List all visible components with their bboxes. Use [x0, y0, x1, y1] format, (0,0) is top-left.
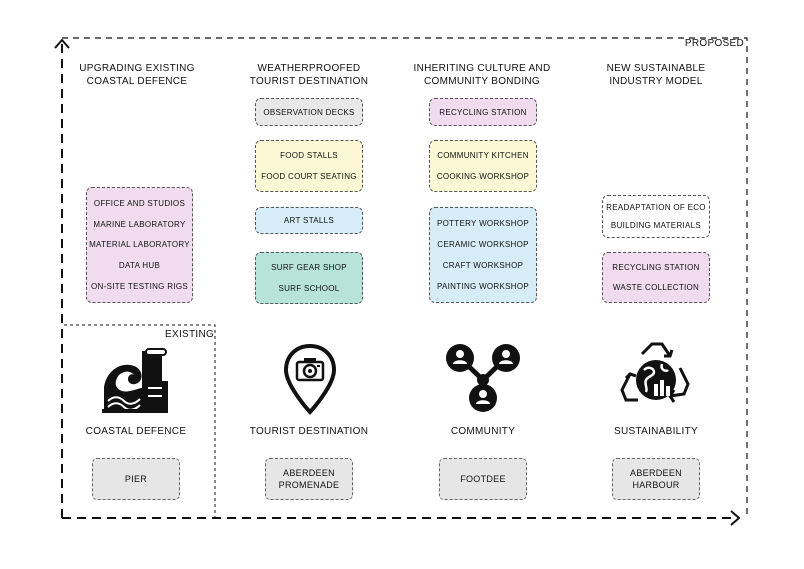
art-box: ART STALLS — [255, 207, 363, 234]
box-item: BUILDING MATERIALS — [610, 220, 702, 230]
box-item: PAINTING WORKSHOP — [436, 282, 530, 291]
box-item: OFFICE AND STUDIOS — [93, 198, 186, 208]
box-item: READAPTATION OF ECO — [606, 203, 706, 213]
box-item: SURF GEAR SHOP — [271, 263, 347, 273]
research-facilities-box: OFFICE AND STUDIOS MARINE LABORATORY MAT… — [86, 187, 193, 303]
box-item: RECYCLING STATION — [612, 263, 700, 272]
icon-label-sustainability: SUSTAINABILITY — [613, 426, 699, 437]
box-item: CRAFT WORKSHOP — [442, 261, 524, 270]
box-item: FOOD STALLS — [280, 151, 338, 161]
place-pier: PIER — [92, 458, 180, 500]
box-item: ART STALLS — [283, 216, 335, 225]
box-item: RECYCLING STATION — [439, 107, 527, 117]
waste-box: RECYCLING STATION WASTE COLLECTION — [602, 252, 710, 303]
box-item: COOKING WORKSHOP — [436, 171, 530, 181]
icon-label-coastal: COASTAL DEFENCE — [85, 426, 187, 437]
box-item: CERAMIC WORKSHOP — [437, 240, 529, 249]
box-item: MARINE LABORATORY — [93, 219, 186, 229]
map-pin-camera-icon — [283, 343, 337, 415]
icon-label-tourist: TOURIST DESTINATION — [249, 426, 369, 437]
place-footdee: FOOTDEE — [439, 458, 527, 500]
proposed-frame — [62, 37, 748, 518]
box-item: FOOD COURT SEATING — [261, 171, 357, 181]
box-item: POTTERY WORKSHOP — [436, 219, 530, 228]
y-axis-arrow — [54, 38, 70, 49]
recycle-globe-icon — [620, 342, 690, 403]
icon-label-community: COMMUNITY — [450, 426, 516, 437]
box-item: DATA HUB — [118, 261, 161, 271]
breakwater-wave-icon — [102, 348, 168, 413]
x-axis-arrow — [730, 510, 741, 526]
box-item: MATERIAL LABORATORY — [89, 240, 190, 250]
box-item: ON-SITE TESTING RIGS — [91, 282, 188, 292]
recycling-box: RECYCLING STATION — [429, 98, 537, 126]
observation-box: OBSERVATION DECKS — [255, 98, 363, 126]
community-network-icon — [446, 344, 520, 412]
box-item: COMMUNITY KITCHEN — [437, 151, 529, 161]
workshops-box: POTTERY WORKSHOP CERAMIC WORKSHOP CRAFT … — [429, 207, 537, 303]
kitchen-box: COMMUNITY KITCHEN COOKING WORKSHOP — [429, 140, 537, 192]
box-item: OBSERVATION DECKS — [263, 107, 355, 117]
box-item: WASTE COLLECTION — [612, 283, 700, 292]
existing-frame — [64, 324, 216, 518]
box-item: SURF SCHOOL — [278, 283, 340, 293]
materials-box: READAPTATION OF ECO BUILDING MATERIALS — [602, 195, 710, 238]
surf-box: SURF GEAR SHOP SURF SCHOOL — [255, 252, 363, 304]
food-box: FOOD STALLS FOOD COURT SEATING — [255, 140, 363, 192]
proposed-label: PROPOSED — [684, 38, 744, 49]
existing-label: EXISTING — [165, 329, 215, 340]
